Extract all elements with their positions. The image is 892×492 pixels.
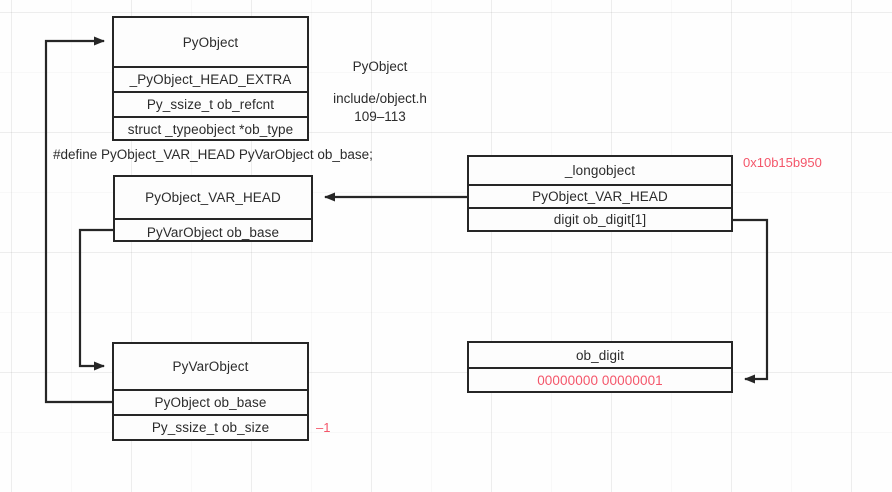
define-macro-note: #define PyObject_VAR_HEAD PyVarObject ob… xyxy=(53,147,373,162)
ob-digit-header: ob_digit xyxy=(575,347,625,363)
ob-digit-box[interactable]: ob_digit 00000000 00000001 xyxy=(467,341,733,393)
pyobject-field-ob-refcnt: Py_ssize_t ob_refcnt xyxy=(114,91,307,116)
pyvarobject-field-ob-base: PyObject ob_base xyxy=(114,389,307,414)
longobject-header: _longobject xyxy=(564,163,636,178)
ob-size-value-label: –1 xyxy=(316,420,331,435)
pyobject-source-file: include/object.h xyxy=(333,91,427,106)
longobject-field-var-head: PyObject_VAR_HEAD xyxy=(469,184,731,207)
longobject-address-label: 0x10b15b950 xyxy=(743,155,822,170)
longobject-field-ob-digit: digit ob_digit[1] xyxy=(469,207,731,230)
longobject-box[interactable]: _longobject PyObject_VAR_HEAD digit ob_d… xyxy=(467,155,733,232)
connector-longobject-to-obdigit xyxy=(733,218,769,384)
pyobject-var-head-box[interactable]: PyObject_VAR_HEAD PyVarObject ob_base xyxy=(113,175,313,242)
pyobject-box[interactable]: PyObject _PyObject_HEAD_EXTRA Py_ssize_t… xyxy=(112,16,309,141)
ob-digit-value: 00000000 00000001 xyxy=(469,367,731,391)
pyobject-source-lines: 109–113 xyxy=(354,109,406,124)
pyobject-var-head-field-ob-base: PyVarObject ob_base xyxy=(115,218,311,244)
pyvarobject-header: PyVarObject xyxy=(172,359,249,374)
pyobject-var-head-header: PyObject_VAR_HEAD xyxy=(145,190,281,205)
pyvarobject-box[interactable]: PyVarObject PyObject ob_base Py_ssize_t … xyxy=(112,342,309,441)
connector-pyvarobject-to-pyobject xyxy=(44,36,112,404)
pyvarobject-field-ob-size: Py_ssize_t ob_size xyxy=(114,414,307,439)
pyobject-source-name: PyObject xyxy=(352,59,408,74)
pyobject-field-head-extra: _PyObject_HEAD_EXTRA xyxy=(114,66,307,91)
pyobject-field-ob-type: struct _typeobject *ob_type xyxy=(114,116,307,141)
pyobject-header: PyObject xyxy=(182,34,239,50)
connector-varhead-to-pyvarobject xyxy=(78,228,113,371)
